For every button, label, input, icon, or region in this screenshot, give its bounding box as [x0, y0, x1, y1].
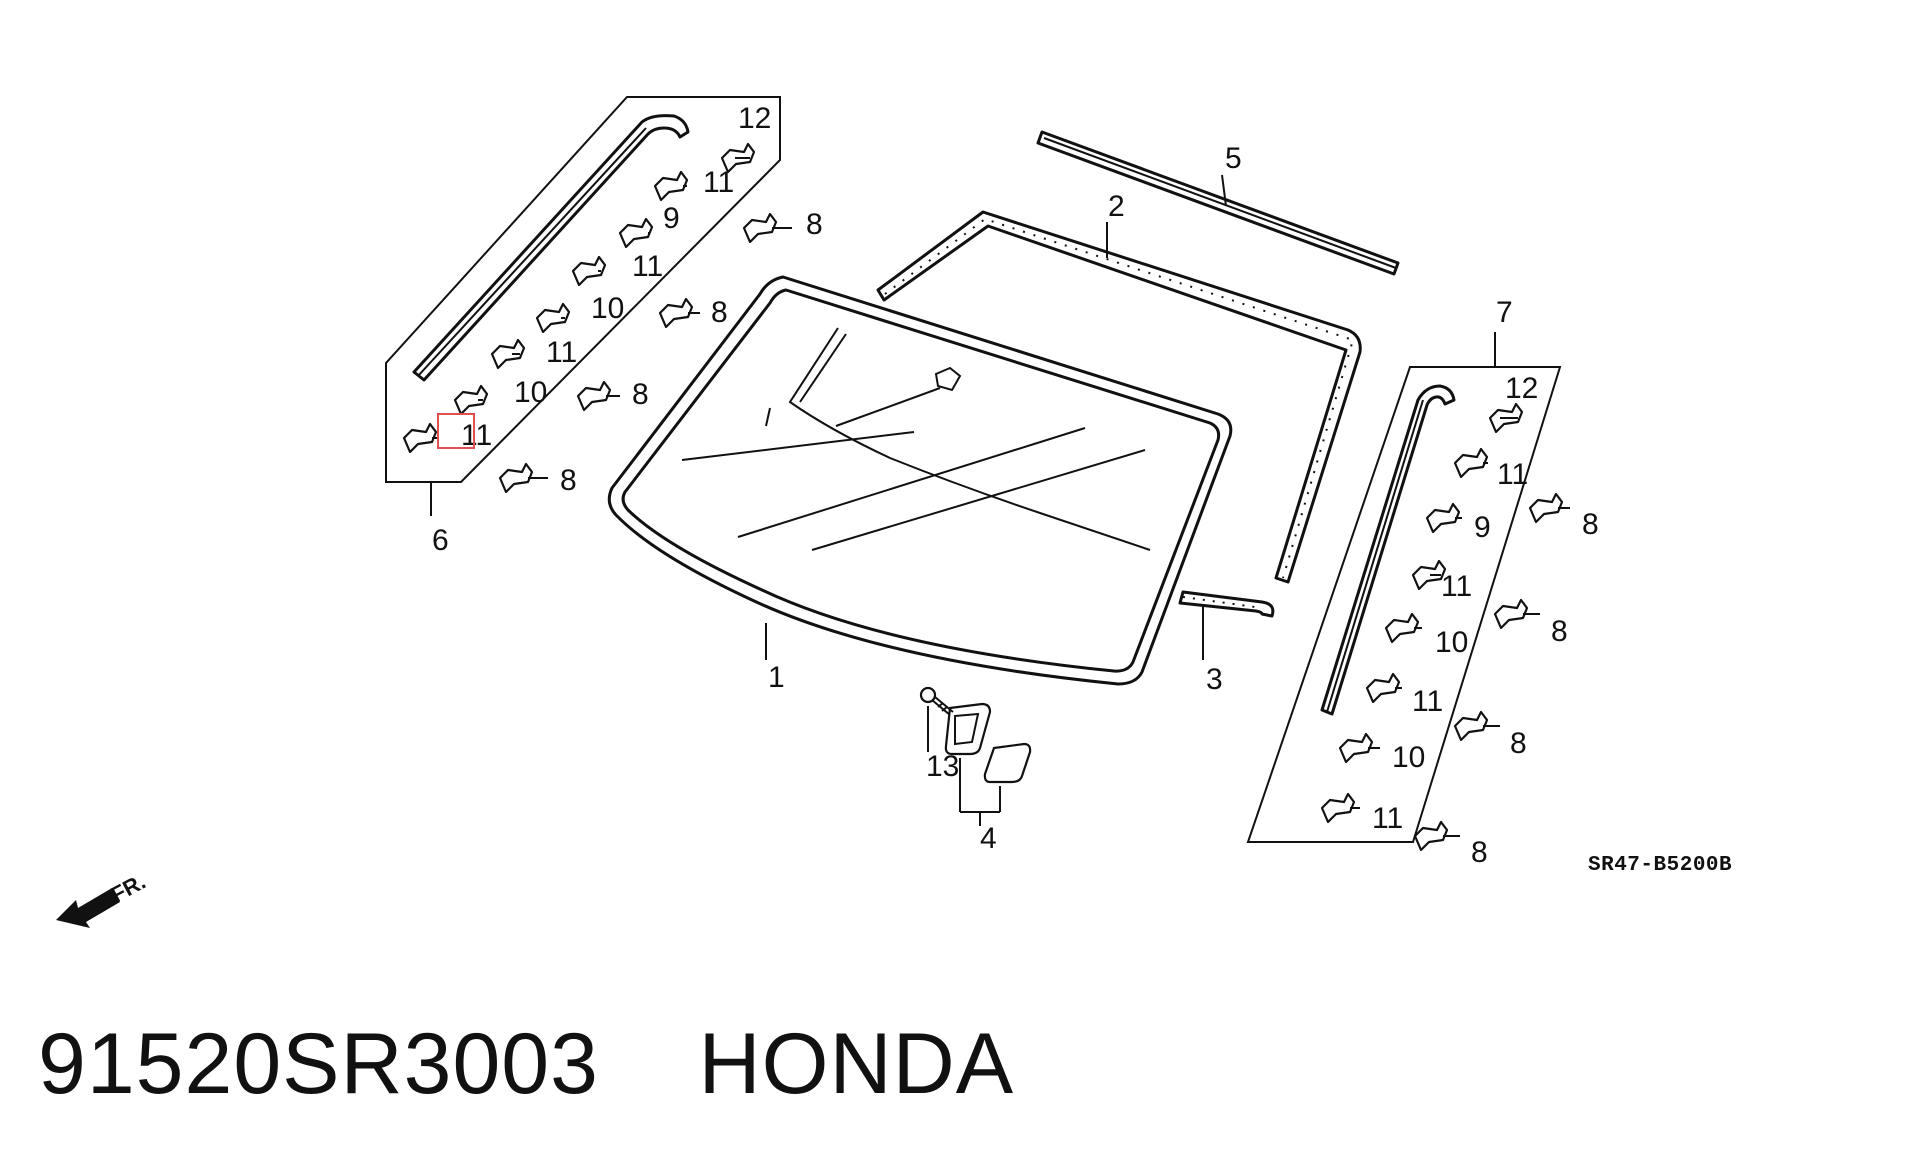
callout-p2: 2 [1108, 190, 1125, 223]
clip-9[interactable] [742, 212, 792, 244]
parts-diagram: 1234567131211911101110118888121191110111… [56, 96, 1732, 928]
part-13-screw[interactable] [919, 686, 954, 752]
part-3-dam-rubber-lower[interactable] [1178, 590, 1275, 660]
callout-l8a: 8 [806, 208, 823, 241]
diagram-code: SR47-B5200B [1588, 854, 1732, 877]
footer: 91520SR3003 HONDA [38, 1015, 1014, 1114]
clip-11[interactable] [576, 380, 620, 412]
clip-17[interactable] [1384, 612, 1422, 644]
clip-8[interactable] [402, 422, 438, 454]
part-4-spacers[interactable] [944, 702, 1032, 826]
clip-23[interactable] [1453, 710, 1500, 742]
clip-21[interactable] [1528, 492, 1570, 524]
callout-p4: 4 [980, 822, 997, 855]
callout-r9: 9 [1474, 511, 1491, 544]
clip-10[interactable] [658, 297, 700, 329]
callout-p3: 3 [1206, 663, 1223, 696]
clip-12[interactable] [498, 462, 548, 494]
clip-22[interactable] [1493, 598, 1540, 630]
part-6-assembly[interactable] [385, 96, 781, 516]
callout-r10b: 10 [1392, 741, 1425, 774]
clip-3[interactable] [618, 217, 654, 249]
callout-l11b: 11 [632, 250, 663, 283]
callout-p6: 6 [432, 524, 449, 557]
clip-1[interactable] [720, 142, 756, 174]
callout-r11d: 11 [1372, 802, 1403, 835]
part-number: 91520SR3003 [38, 1016, 599, 1112]
callout-r8c: 8 [1510, 727, 1527, 760]
callout-l8b: 8 [711, 296, 728, 329]
callout-l11c: 11 [546, 336, 577, 369]
part-7-assembly[interactable] [1246, 332, 1562, 843]
callout-l10b: 10 [514, 376, 547, 409]
front-indicator: FR. [56, 869, 150, 928]
clip-16[interactable] [1411, 559, 1447, 591]
clip-15[interactable] [1425, 502, 1462, 534]
clip-20[interactable] [1320, 792, 1360, 824]
clip-24[interactable] [1413, 820, 1460, 852]
clip-5[interactable] [535, 302, 571, 334]
callout-p7: 7 [1496, 296, 1513, 329]
part-5-molding[interactable] [1036, 130, 1400, 276]
callout-l10a: 10 [591, 292, 624, 325]
clip-4[interactable] [571, 255, 607, 287]
callout-r8b: 8 [1551, 615, 1568, 648]
callout-p13: 13 [926, 750, 959, 783]
callout-l11a: 11 [703, 166, 734, 199]
callout-l8c: 8 [632, 378, 649, 411]
callout-r8a: 8 [1582, 508, 1599, 541]
clip-13[interactable] [1488, 402, 1524, 434]
part-2-dam-rubber[interactable] [876, 210, 1362, 584]
clip-6[interactable] [490, 338, 526, 370]
clip-19[interactable] [1338, 732, 1380, 764]
clip-7[interactable] [453, 384, 489, 416]
clip-14[interactable] [1453, 447, 1489, 479]
callout-r8d: 8 [1471, 836, 1488, 869]
callout-r10a: 10 [1435, 626, 1468, 659]
front-arrow-icon [56, 888, 120, 928]
callout-l9a: 9 [663, 202, 680, 235]
callout-r11c: 11 [1412, 685, 1443, 718]
part-1-windshield[interactable] [607, 275, 1233, 686]
callout-r12: 12 [1505, 372, 1538, 405]
brand-name: HONDA [698, 1016, 1015, 1112]
highlighted-callout-box [437, 413, 475, 449]
callout-p5: 5 [1225, 142, 1242, 175]
callout-l8d: 8 [560, 464, 577, 497]
callout-r11b: 11 [1441, 570, 1472, 603]
callout-l12a: 12 [738, 102, 771, 135]
clip-18[interactable] [1365, 672, 1402, 704]
callout-r11a: 11 [1497, 458, 1528, 491]
callout-p1: 1 [768, 661, 785, 694]
clip-2[interactable] [653, 170, 689, 202]
callout-l11d: 11 [461, 419, 492, 452]
